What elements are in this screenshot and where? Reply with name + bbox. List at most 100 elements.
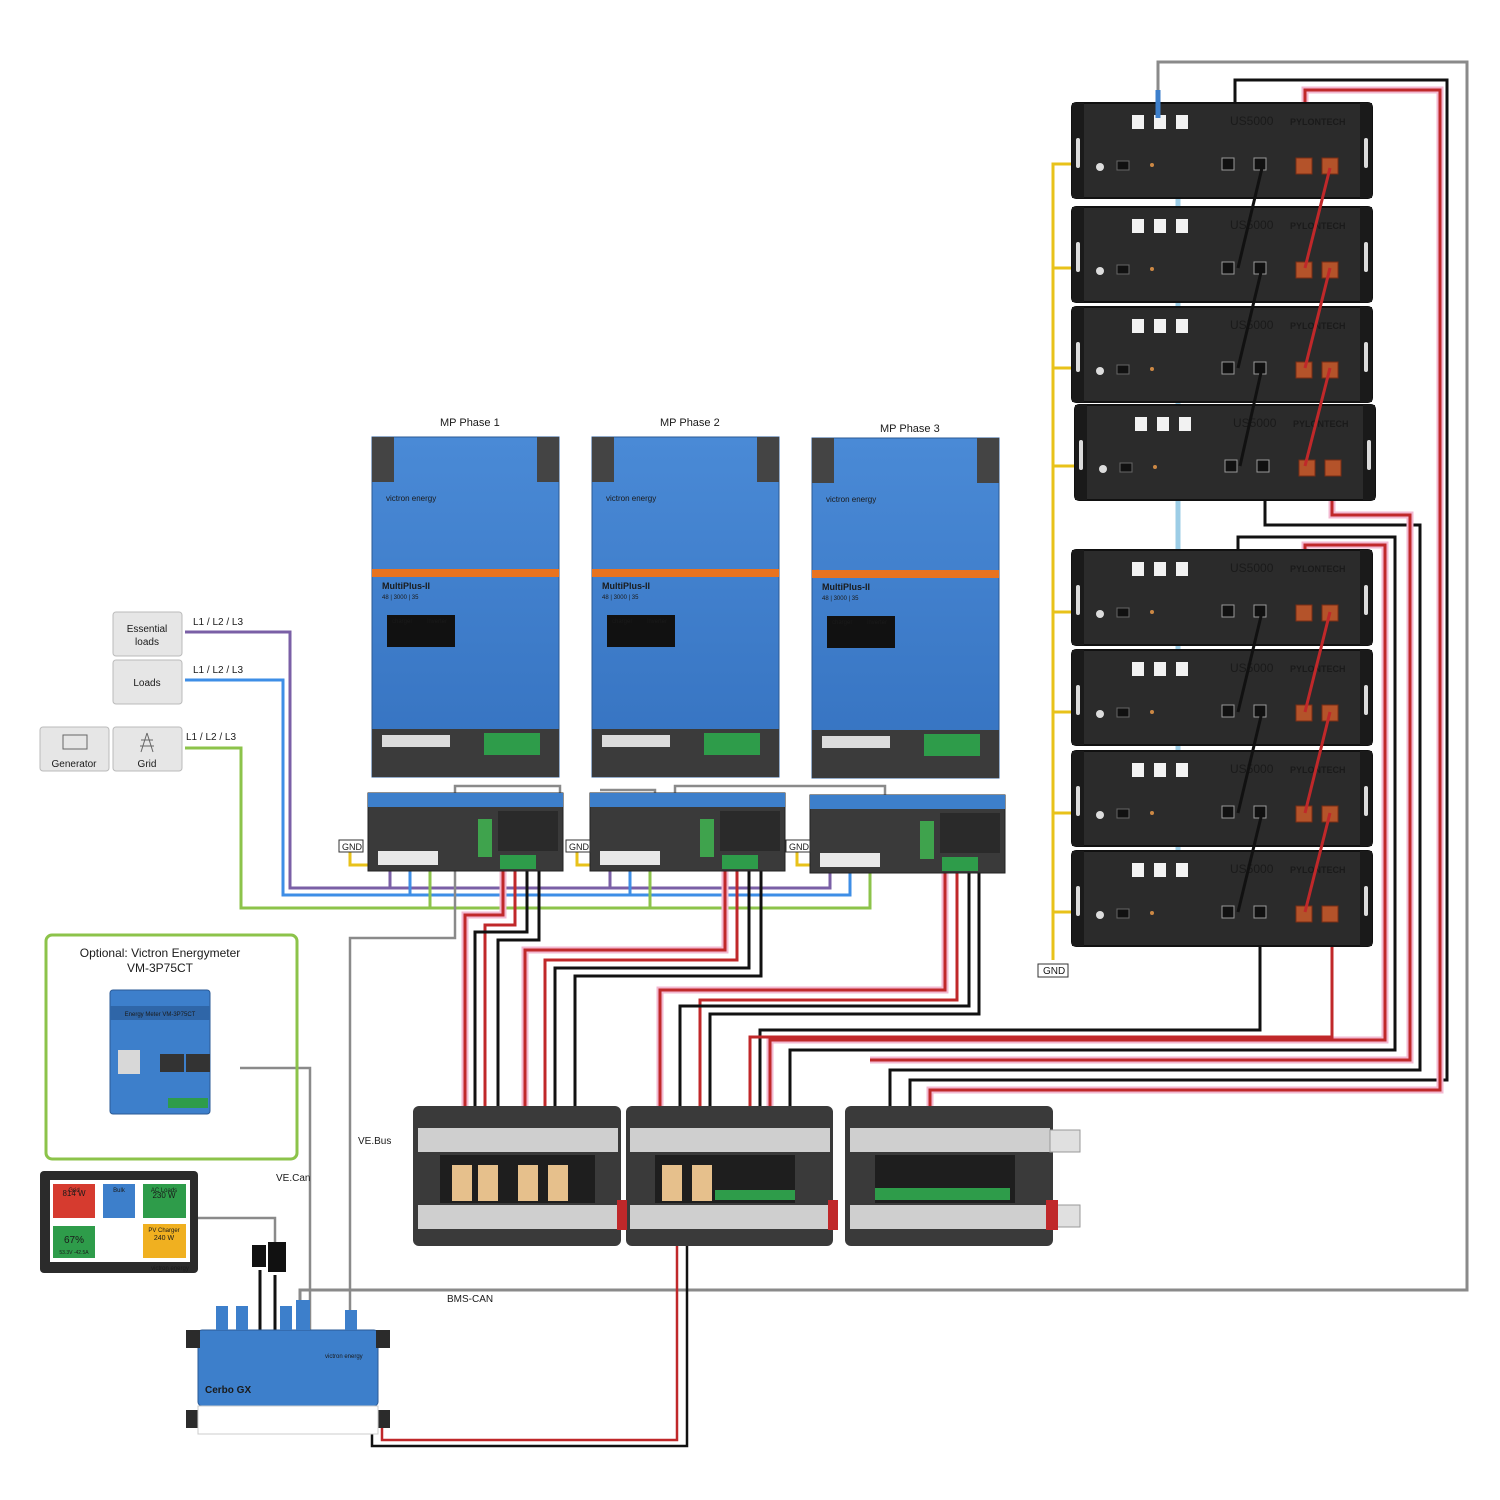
mp-charger-label: charger xyxy=(392,619,412,625)
essential-lines-label: L1 / L2 / L3 xyxy=(193,617,243,628)
mp1-connection-area xyxy=(367,792,564,872)
loads-label: Loads xyxy=(133,678,160,689)
vebus-label: VE.Bus xyxy=(358,1136,391,1147)
gx-grid-value: 814 W xyxy=(62,1189,86,1198)
loads-box: Loads xyxy=(112,659,183,705)
battery-model-label: US5000 xyxy=(1230,862,1274,876)
mp3-gnd-label: GND xyxy=(789,842,810,852)
fuse-busbar-2 xyxy=(617,1106,838,1246)
battery-brand-label: PYLONTECH xyxy=(1290,865,1346,875)
mp-inverter-label: inverter xyxy=(867,620,887,626)
battery-model-label: US5000 xyxy=(1230,318,1274,332)
vecan-cable xyxy=(240,1066,312,1332)
multiplus-phase-1: victron energy MultiPlus-II 48 | 3000 | … xyxy=(371,436,560,778)
mp-model: MultiPlus-II xyxy=(382,581,430,591)
mp-phase-3-title: MP Phase 3 xyxy=(880,423,940,435)
mp-brand: victron energy xyxy=(826,495,876,504)
busbar-3 xyxy=(845,1106,1081,1246)
battery-3: US5000 PYLONTECH xyxy=(1071,306,1373,403)
bmscan-label: BMS-CAN xyxy=(447,1294,493,1305)
battery-model-label: US5000 xyxy=(1230,218,1274,232)
essential-loads-wire xyxy=(185,630,832,890)
gx-grid-title: Grid xyxy=(68,1188,79,1194)
mp-rating: 48 | 3000 | 35 xyxy=(382,595,419,601)
optional-title-1: Optional: Victron Energymeter xyxy=(80,946,241,960)
gx-soc: 67% xyxy=(64,1235,84,1246)
mp-charger-label: charger xyxy=(612,619,632,625)
mp-charger-label: charger xyxy=(832,620,852,626)
cerbo-gx: Cerbo GX victron energy xyxy=(186,1300,390,1435)
mp-brand: victron energy xyxy=(386,494,436,503)
gx-pv-title: PV Charger xyxy=(148,1228,179,1234)
gx-brand: victron energy xyxy=(151,1266,189,1272)
loads-wire xyxy=(185,678,852,897)
battery-4: US5000 PYLONTECH xyxy=(1074,404,1376,501)
battery-8: US5000 PYLONTECH xyxy=(1071,850,1373,947)
mp-inverter-label: inverter xyxy=(427,619,447,625)
mp-phase-2-title: MP Phase 2 xyxy=(660,417,720,429)
optional-title-2: VM-3P75CT xyxy=(127,961,194,975)
mp-rating: 48 | 3000 | 35 xyxy=(822,596,859,602)
battery-1: US5000 PYLONTECH xyxy=(1071,102,1373,199)
pylon-icon xyxy=(140,732,154,753)
battery-model-label: US5000 xyxy=(1230,561,1274,575)
cerbo-title: Cerbo GX xyxy=(205,1385,251,1396)
mp1-gnd-label: GND xyxy=(342,842,363,852)
battery-gnd-label: GND xyxy=(1043,966,1065,977)
battery-model-label: US5000 xyxy=(1233,416,1277,430)
battery-brand-label: PYLONTECH xyxy=(1293,419,1349,429)
gx-bulk: Bulk xyxy=(113,1188,126,1194)
battery-bank: US5000 PYLONTECH US5000 PYLONTECH US5000… xyxy=(1071,102,1376,947)
battery-gnd-badge xyxy=(1037,963,1069,978)
battery-brand-label: PYLONTECH xyxy=(1290,117,1346,127)
essential-loads-label-1: Essential xyxy=(127,624,168,635)
battery-2: US5000 PYLONTECH xyxy=(1071,206,1373,303)
grid-wire xyxy=(185,746,872,910)
mp-inverter-label: inverter xyxy=(647,619,667,625)
hdmi-connector-icon xyxy=(268,1242,286,1272)
gx-ac-loads-title: AC Loads xyxy=(151,1188,177,1194)
battery-5: US5000 PYLONTECH xyxy=(1071,549,1373,646)
battery-brand-label: PYLONTECH xyxy=(1290,321,1346,331)
grid-lines-label: L1 / L2 / L3 xyxy=(186,732,236,743)
mp-model: MultiPlus-II xyxy=(822,582,870,592)
generator-icon xyxy=(62,734,88,750)
battery-model-label: US5000 xyxy=(1230,762,1274,776)
mp-phase-1-title: MP Phase 1 xyxy=(440,417,500,429)
fuse-busbar-1 xyxy=(413,1106,621,1246)
mp-brand: victron energy xyxy=(606,494,656,503)
battery-brand-label: PYLONTECH xyxy=(1290,765,1346,775)
vebus-cable xyxy=(348,830,457,1330)
vecan-label: VE.Can xyxy=(276,1173,310,1184)
battery-brand-label: PYLONTECH xyxy=(1290,664,1346,674)
essential-loads-box: Essential loads xyxy=(112,611,183,657)
battery-brand-label: PYLONTECH xyxy=(1290,221,1346,231)
gx-pv-value: 240 W xyxy=(154,1235,175,1242)
usb-connector-icon xyxy=(252,1245,266,1267)
energy-meter-label: Energy Meter VM-3P75CT xyxy=(125,1012,196,1018)
mp2-gnd-label: GND xyxy=(569,842,590,852)
optional-energymeter-panel: Optional: Victron Energymeter VM-3P75CT … xyxy=(44,933,299,1161)
grid-label: Grid xyxy=(138,759,157,770)
grid-box: Grid xyxy=(112,726,183,772)
multiplus-phase-3: victron energy MultiPlus-II 48 | 3000 | … xyxy=(811,437,1000,779)
cerbo-brand: victron energy xyxy=(325,1354,363,1360)
gx-ac-loads-value: 230 W xyxy=(152,1191,176,1200)
gx-touch-display: Grid 814 W Bulk AC Loads 230 W 67% 53.3V… xyxy=(40,1171,198,1273)
loads-lines-label: L1 / L2 / L3 xyxy=(193,665,243,676)
mp3-connection-area xyxy=(809,794,1006,874)
bms-can-cable xyxy=(298,60,1469,1330)
mp-rating: 48 | 3000 | 35 xyxy=(602,595,639,601)
battery-model-label: US5000 xyxy=(1230,661,1274,675)
battery-brand-label: PYLONTECH xyxy=(1290,564,1346,574)
generator-box: Generator xyxy=(39,726,110,772)
gx-battery-sub: 53.3V -42.5A xyxy=(59,1250,89,1256)
multiplus-phase-2: victron energy MultiPlus-II 48 | 3000 | … xyxy=(591,436,780,778)
battery-6: US5000 PYLONTECH xyxy=(1071,649,1373,746)
essential-loads-label-2: loads xyxy=(135,637,159,648)
battery-model-label: US5000 xyxy=(1230,114,1274,128)
generator-label: Generator xyxy=(51,759,97,770)
mp-model: MultiPlus-II xyxy=(602,581,650,591)
mp2-connection-area xyxy=(589,792,786,872)
